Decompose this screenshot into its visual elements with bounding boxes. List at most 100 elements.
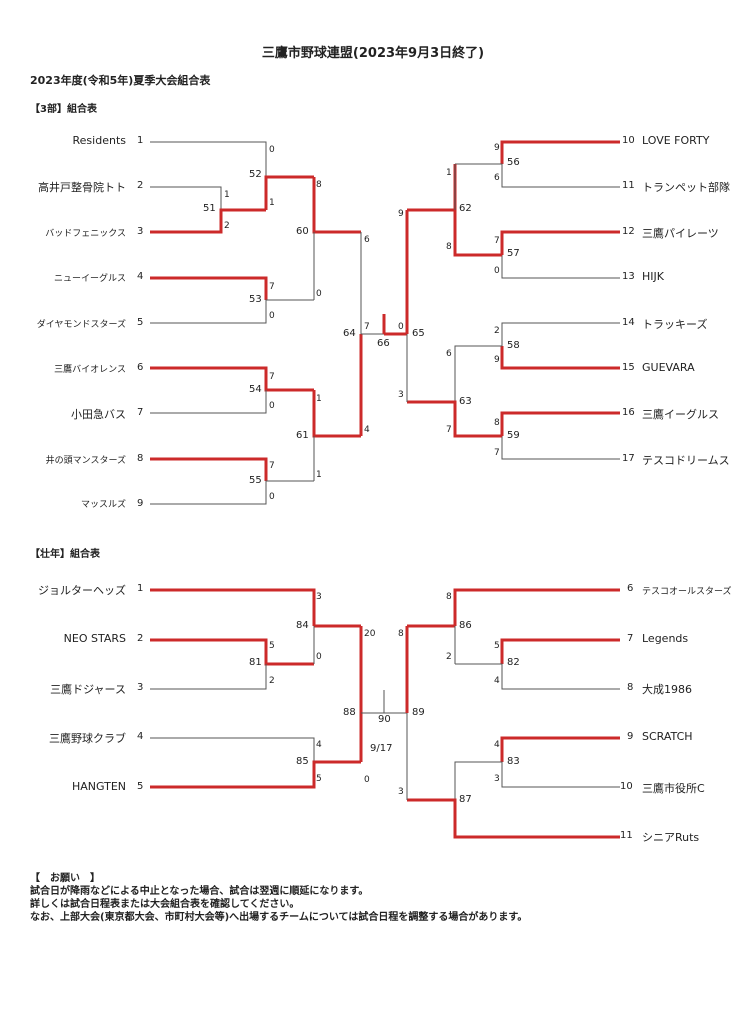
team-name: GUEVARA: [642, 361, 695, 374]
team-name: シニアRuts: [642, 831, 700, 844]
team-name: 大成1986: [642, 683, 692, 696]
score: 3: [494, 774, 500, 784]
team-name: 三鷹市役所C: [642, 782, 705, 795]
score: 7: [269, 461, 275, 471]
score: 8: [398, 629, 404, 639]
score: 2: [269, 676, 275, 686]
team-seed: 3: [137, 226, 144, 237]
team-seed: 16: [622, 407, 635, 418]
score: 9: [494, 143, 500, 153]
team-name: 三鷹バイオレンス: [54, 365, 126, 375]
match-number: 66: [377, 338, 390, 349]
team-name: 小田急バス: [71, 408, 126, 421]
score: 3: [316, 592, 322, 602]
match-number: 86: [459, 620, 472, 631]
page-subtitle: 2023年度(令和5年)夏季大会組合表: [30, 74, 211, 87]
team-seed: 9: [627, 731, 634, 742]
team-name: テスコドリームス: [642, 454, 730, 467]
team-name: 高井戸整骨院トト: [38, 181, 126, 194]
score: 0: [269, 492, 275, 502]
team-seed: 7: [137, 407, 144, 418]
match-number: 87: [459, 794, 472, 805]
team-seed: 13: [622, 271, 635, 282]
score: 5: [494, 641, 500, 651]
score: 8: [494, 418, 500, 428]
match-number: 82: [507, 657, 520, 668]
score: 0: [269, 401, 275, 411]
score: 0: [269, 311, 275, 321]
score: 4: [316, 740, 322, 750]
team-name: ニューイーグルス: [53, 274, 126, 284]
match-number: 53: [249, 294, 262, 305]
notes-heading: 【 お願い 】: [30, 873, 100, 884]
team-name: 三鷹ドジャース: [50, 683, 126, 696]
team-seed: 8: [137, 453, 144, 464]
score: 6: [494, 173, 500, 183]
match-number: 84: [296, 620, 309, 631]
score: 7: [364, 322, 370, 332]
team-name: Residents: [72, 134, 126, 147]
score: 7: [446, 425, 452, 435]
match-number: 65: [412, 328, 425, 339]
score: 0: [316, 652, 322, 662]
match-number: 83: [507, 756, 520, 767]
score: 8: [446, 592, 452, 602]
team-name: ジョルターヘッズ: [38, 584, 126, 597]
notes-section: 【 お願い 】 試合日が降雨などによる中止となった場合、試合は翌週に順延になりま…: [30, 872, 730, 924]
team-seed: 2: [137, 180, 144, 191]
notes-line: 詳しくは試合日程表または大会組合表を確認してください。: [30, 899, 300, 910]
match-number: 64: [343, 328, 356, 339]
score: 0: [316, 289, 322, 299]
page-title: 三鷹市野球連盟(2023年9月3日終了): [261, 46, 485, 61]
team-seed: 11: [622, 180, 635, 191]
team-name: トラッキーズ: [642, 318, 708, 331]
team-seed: 10: [620, 781, 633, 792]
match-number: 58: [507, 340, 520, 351]
team-name: 三鷹イーグルス: [642, 408, 719, 421]
match-number: 52: [249, 169, 262, 180]
match-number: 54: [249, 384, 262, 395]
team-name: 井の頭マンスターズ: [45, 456, 126, 466]
team-seed: 8: [627, 682, 634, 693]
team-seed: 14: [622, 317, 635, 328]
notes-line: なお、上部大会(東京都大会、市町村大会等)へ出場するチームについては試合日程を調…: [30, 912, 528, 923]
match-number: 60: [296, 226, 309, 237]
team-name: NEO STARS: [63, 632, 126, 645]
match-number: 59: [507, 430, 520, 441]
match-number: 63: [459, 396, 472, 407]
team-seed: 5: [137, 317, 144, 328]
team-seed: 3: [137, 682, 144, 693]
score: 6: [364, 235, 370, 245]
score: 4: [364, 425, 370, 435]
score: 9: [494, 355, 500, 365]
score: 5: [269, 641, 275, 651]
score: 7: [269, 282, 275, 292]
team-seed: 4: [137, 271, 144, 282]
team-name: マッスルズ: [80, 500, 126, 510]
team-seed: 11: [620, 830, 633, 841]
division3-label: 【3部】組合表: [30, 104, 97, 115]
team-seed: 1: [137, 583, 144, 594]
bracket-div3-left: [150, 141, 384, 505]
final-date: 9/17: [370, 743, 393, 754]
team-name: テスコオールスターズ: [642, 587, 732, 597]
score: 4: [494, 676, 500, 686]
match-number: 81: [249, 657, 262, 668]
score: 7: [494, 236, 500, 246]
match-number: 55: [249, 475, 262, 486]
score: 1: [269, 198, 275, 208]
senior-label: 【壮年】組合表: [30, 549, 100, 560]
score: 0: [398, 322, 404, 332]
score: 5: [316, 774, 322, 784]
team-seed: 15: [622, 362, 635, 373]
score: 7: [269, 372, 275, 382]
score: 9: [398, 209, 404, 219]
score: 20: [364, 629, 376, 639]
bracket-div3-right: [405, 140, 620, 460]
team-seed: 4: [137, 731, 144, 742]
team-seed: 5: [137, 781, 144, 792]
match-number: 89: [412, 707, 425, 718]
score: 1: [316, 394, 322, 404]
score: 8: [446, 242, 452, 252]
